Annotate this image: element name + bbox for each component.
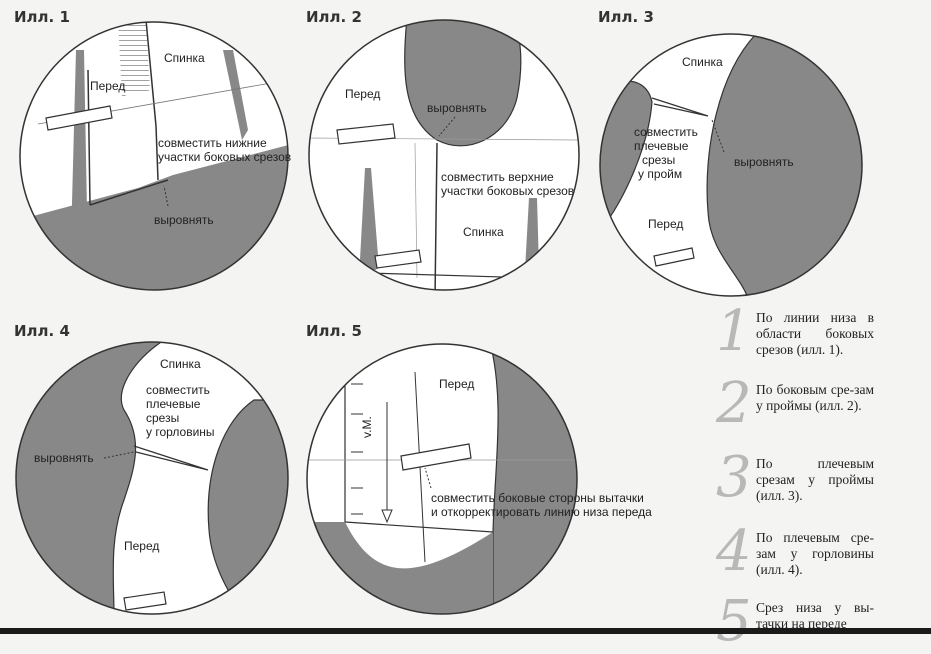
ill-5-label: Илл. 5 bbox=[306, 322, 362, 340]
ill-3-perid: Перед bbox=[648, 217, 683, 231]
ill-3-sovm-3: срезы bbox=[642, 153, 675, 167]
page-bottom-edge bbox=[0, 628, 931, 634]
step-4: 4 По плечевым сре-зам у горловины (илл. … bbox=[716, 524, 874, 580]
illustration-5: Перед v.M. совместить боковые стороны вы… bbox=[306, 343, 652, 615]
step-4-text: По плечевым сре-зам у горловины (илл. 4)… bbox=[756, 530, 874, 577]
ill-3-vyr: выровнять bbox=[734, 155, 794, 169]
ill-3-sovm-4: у пройм bbox=[638, 167, 682, 181]
ill-4-sovm-1: совместить bbox=[146, 383, 210, 397]
step-2-text: По боковым сре-зам у проймы (илл. 2). bbox=[756, 382, 874, 413]
step-3: 3 По плечевым срезам у проймы (илл. 3). bbox=[716, 450, 874, 506]
step-3-number: 3 bbox=[716, 445, 752, 510]
step-1-text: По линии низа в области боковых срезов (… bbox=[756, 310, 874, 357]
ill-1-label: Илл. 1 bbox=[14, 8, 70, 26]
step-1-number: 1 bbox=[716, 299, 752, 364]
ill-5-sovm-2: и откорректировать линию низа переда bbox=[431, 505, 652, 519]
ill-1-vyr: выровнять bbox=[154, 213, 214, 227]
ill-3-sovm-1: совместить bbox=[634, 125, 698, 139]
step-3-text: По плечевым срезам у проймы (илл. 3). bbox=[756, 456, 874, 503]
ill-1-sovm-1: совместить нижние bbox=[158, 136, 267, 150]
ill-2-sovm-2: участки боковых срезов bbox=[441, 184, 574, 198]
ill-2-spinka: Спинка bbox=[463, 225, 504, 239]
ill-4-vyr: выровнять bbox=[34, 451, 94, 465]
ill-2-sovm-1: совместить верхние bbox=[441, 170, 554, 184]
ill-1-sovm-2: участки боковых срезов bbox=[158, 150, 291, 164]
ill-5-sovm-1: совместить боковые стороны вытачки bbox=[431, 491, 644, 505]
ill-4-perid: Перед bbox=[124, 539, 159, 553]
ill-1-spinka: Спинка bbox=[164, 51, 205, 65]
ill-3-spinka: Спинка bbox=[682, 55, 723, 69]
ill-2-vyr: выровнять bbox=[427, 101, 487, 115]
step-4-number: 4 bbox=[716, 519, 752, 584]
step-1: 1 По линии низа в области боковых срезов… bbox=[716, 304, 874, 360]
ill-4-sovm-2: плечевые bbox=[146, 397, 201, 411]
ill-4-spinka: Спинка bbox=[160, 357, 201, 371]
step-2: 2 По боковым сре-зам у проймы (илл. 2). bbox=[716, 376, 874, 432]
ill-5-vm: v.M. bbox=[360, 416, 374, 438]
step-2-number: 2 bbox=[716, 371, 752, 436]
illustration-1: Перед Спинка совместить нижние участки б… bbox=[19, 21, 291, 291]
ill-4-sovm-3: срезы bbox=[146, 411, 179, 425]
step-5-text: Срез низа у вы-тачки на переде bbox=[756, 600, 874, 631]
ill-3-sovm-2: плечевые bbox=[634, 139, 689, 153]
illustration-2: Перед выровнять совместить верхние участ… bbox=[308, 19, 580, 291]
ill-1-perid: Перед bbox=[90, 79, 125, 93]
ill-3-label: Илл. 3 bbox=[598, 8, 654, 26]
ill-2-perid: Перед bbox=[345, 87, 380, 101]
illustration-3: Спинка совместить плечевые срезы у пройм… bbox=[599, 33, 863, 297]
ill-5-perid: Перед bbox=[439, 377, 474, 391]
ill-4-label: Илл. 4 bbox=[14, 322, 70, 340]
ill-2-label: Илл. 2 bbox=[306, 8, 362, 26]
illustration-4: Спинка совместить плечевые срезы у горло… bbox=[15, 341, 289, 615]
ill-4-sovm-4: у горловины bbox=[146, 425, 215, 439]
step-5-number: 5 bbox=[716, 589, 752, 654]
